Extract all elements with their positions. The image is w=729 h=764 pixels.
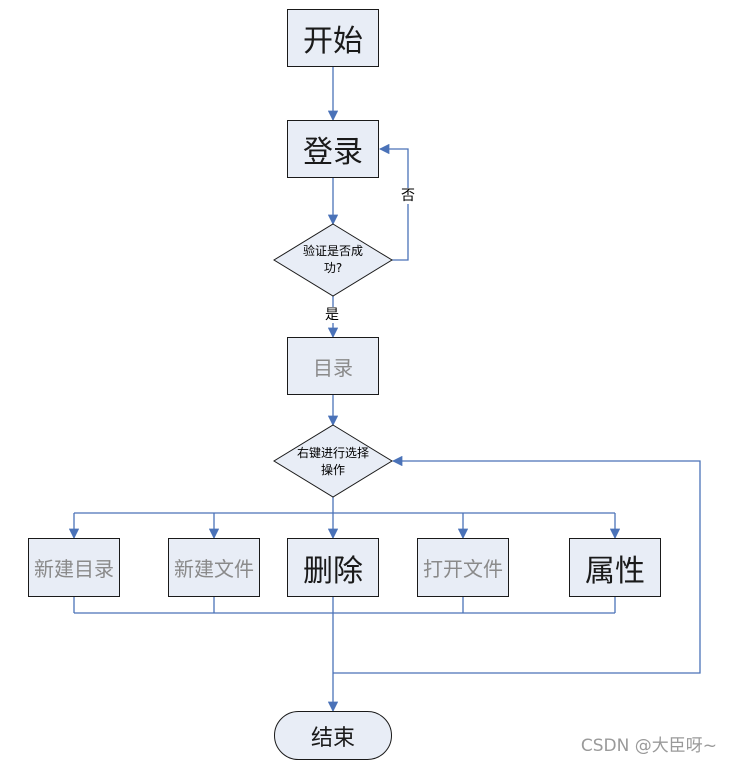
decision-select-shape bbox=[273, 424, 393, 498]
start-label: 开始 bbox=[303, 24, 363, 59]
select-decision-label: 右键进行选择 操作 bbox=[284, 440, 382, 484]
open-file-label: 打开文件 bbox=[423, 557, 503, 581]
properties-node: 属性 bbox=[569, 538, 661, 597]
edge-loop-back bbox=[333, 455, 701, 674]
directory-node: 目录 bbox=[287, 337, 379, 395]
delete-label: 删除 bbox=[303, 553, 363, 589]
select-label-line2: 操作 bbox=[320, 463, 345, 477]
start-node: 开始 bbox=[287, 9, 379, 67]
delete-node: 删除 bbox=[287, 538, 379, 597]
edge-yes-label: 是 bbox=[325, 307, 339, 323]
select-label-line1: 右键进行选择 bbox=[296, 446, 369, 460]
watermark: CSDN @大臣呀~ bbox=[580, 736, 717, 756]
new-dir-label: 新建目录 bbox=[34, 557, 114, 581]
new-file-label: 新建文件 bbox=[174, 557, 254, 581]
verify-label-line1: 验证是否成 bbox=[302, 244, 363, 258]
login-node: 登录 bbox=[287, 120, 379, 178]
new-file-node: 新建文件 bbox=[168, 538, 260, 597]
decision-verify-shape bbox=[273, 223, 393, 297]
end-node: 结束 bbox=[274, 711, 392, 760]
end-label: 结束 bbox=[310, 725, 355, 751]
login-label: 登录 bbox=[303, 135, 363, 170]
edge-verify-no-login bbox=[378, 143, 409, 261]
properties-label: 属性 bbox=[585, 553, 645, 589]
new-dir-node: 新建目录 bbox=[28, 538, 120, 597]
verify-label-line2: 功? bbox=[323, 261, 343, 275]
directory-label: 目录 bbox=[313, 355, 353, 380]
verify-decision-label: 验证是否成 功? bbox=[284, 238, 382, 282]
edge-no-label: 否 bbox=[401, 188, 415, 204]
open-file-node: 打开文件 bbox=[417, 538, 509, 597]
